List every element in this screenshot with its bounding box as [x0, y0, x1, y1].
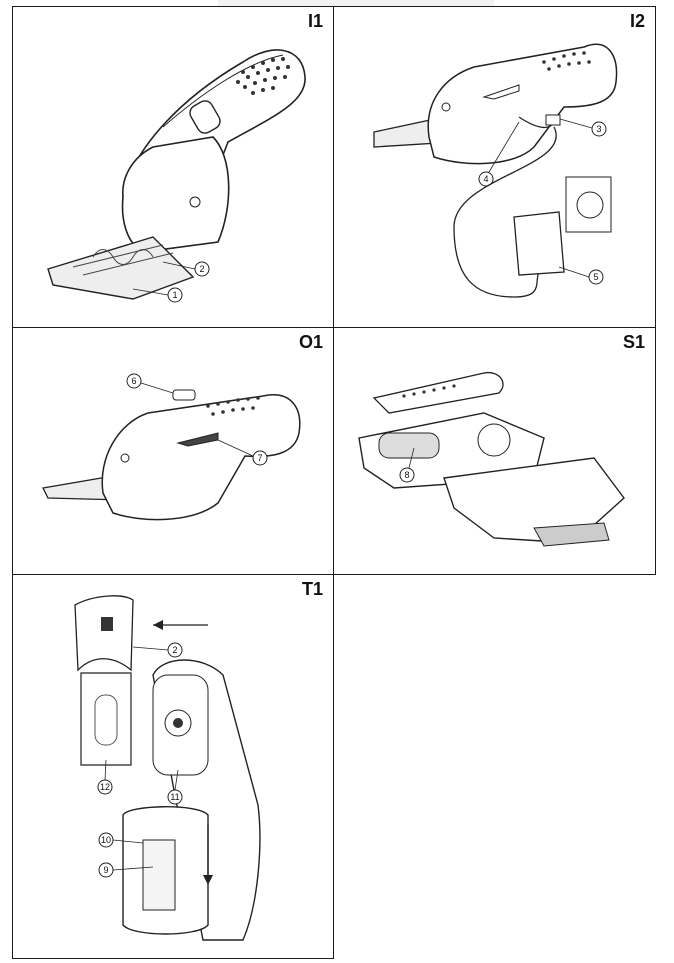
- callout-2: 2: [199, 264, 204, 274]
- callout-5: 5: [593, 272, 598, 282]
- callout-4: 4: [483, 174, 488, 184]
- callout-2-t1: 2: [172, 645, 177, 655]
- disassembly-illustration: 8: [358, 371, 625, 547]
- callout-7: 7: [257, 453, 262, 463]
- callout-12: 12: [100, 782, 110, 792]
- blade-change-illustration: 2 12 11 10 9: [74, 595, 261, 941]
- callout-11: 11: [170, 792, 179, 802]
- panel-i2: I2 3 4 5: [333, 6, 656, 328]
- panel-label: I2: [629, 11, 645, 31]
- operation-illustration: 6 7: [42, 373, 301, 521]
- panel-o1: O1 6 7: [12, 327, 334, 575]
- callout-9: 9: [103, 865, 108, 875]
- panel-label: T1: [301, 579, 323, 599]
- panel-label: I1: [307, 11, 323, 31]
- shear-illustration: 2 1: [47, 49, 306, 303]
- panel-label: O1: [298, 332, 323, 352]
- callout-10: 10: [101, 835, 111, 845]
- panel-t1: T1 2 12 11 10 9: [12, 574, 334, 959]
- callout-8: 8: [404, 470, 409, 480]
- panel-i1: I1 2 1: [12, 6, 334, 328]
- callout-6: 6: [131, 376, 136, 386]
- charging-illustration: 3 4 5: [373, 43, 618, 298]
- callout-1: 1: [172, 290, 177, 300]
- panel-label: S1: [622, 332, 645, 352]
- callout-3: 3: [596, 124, 601, 134]
- panel-s1: S1 8: [333, 327, 656, 575]
